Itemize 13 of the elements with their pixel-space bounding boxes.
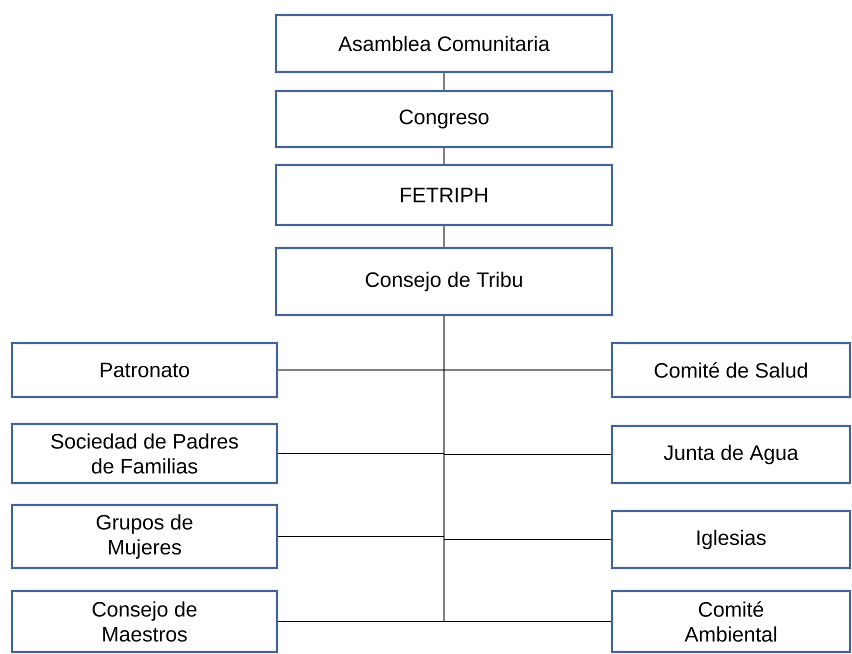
org-box: Consejo de Maestros: [10, 590, 278, 654]
org-box: Iglesias: [610, 510, 852, 570]
org-box: Patronato: [10, 342, 278, 398]
org-box: Congreso: [274, 90, 614, 148]
connector-line: [444, 316, 612, 622]
org-box: FETRIPH: [274, 164, 614, 226]
org-box: Grupos de Mujeres: [10, 504, 278, 570]
org-box: Consejo de Tribu: [274, 246, 614, 316]
org-box: Asamblea Comunitaria: [274, 14, 614, 74]
org-box: Comité Ambiental: [610, 590, 852, 654]
org-box: Junta de Agua: [610, 424, 852, 484]
org-box: Sociedad de Padres de Familias: [10, 422, 278, 484]
org-box: Comité de Salud: [610, 342, 852, 398]
